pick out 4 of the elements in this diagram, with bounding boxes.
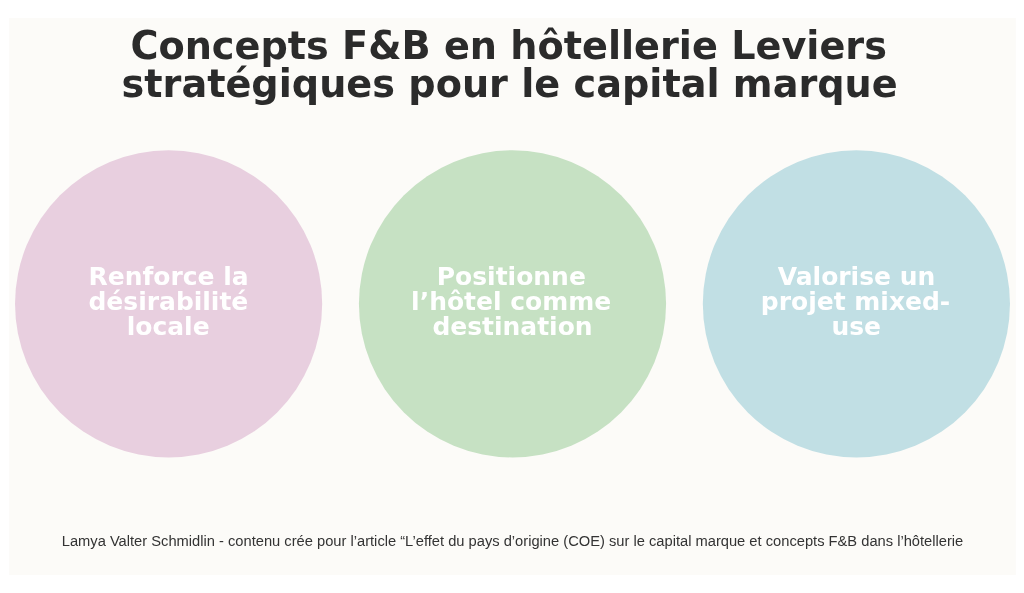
diagram-title: Concepts F&B en hôtellerie Leviers stratégiques pour le capital marque <box>121 23 898 107</box>
node-circle: Valorise un projet mixed-use <box>702 150 1010 458</box>
node-circle: Positionne l’hôtel comme destination <box>358 150 666 458</box>
label: Lamya Valter Schmidlin - contenu crée pour l’article “L’effet du pays d’origine (COE) sur le capital marque et concepts F&B dans l’hôtellerie <box>61 533 963 550</box>
